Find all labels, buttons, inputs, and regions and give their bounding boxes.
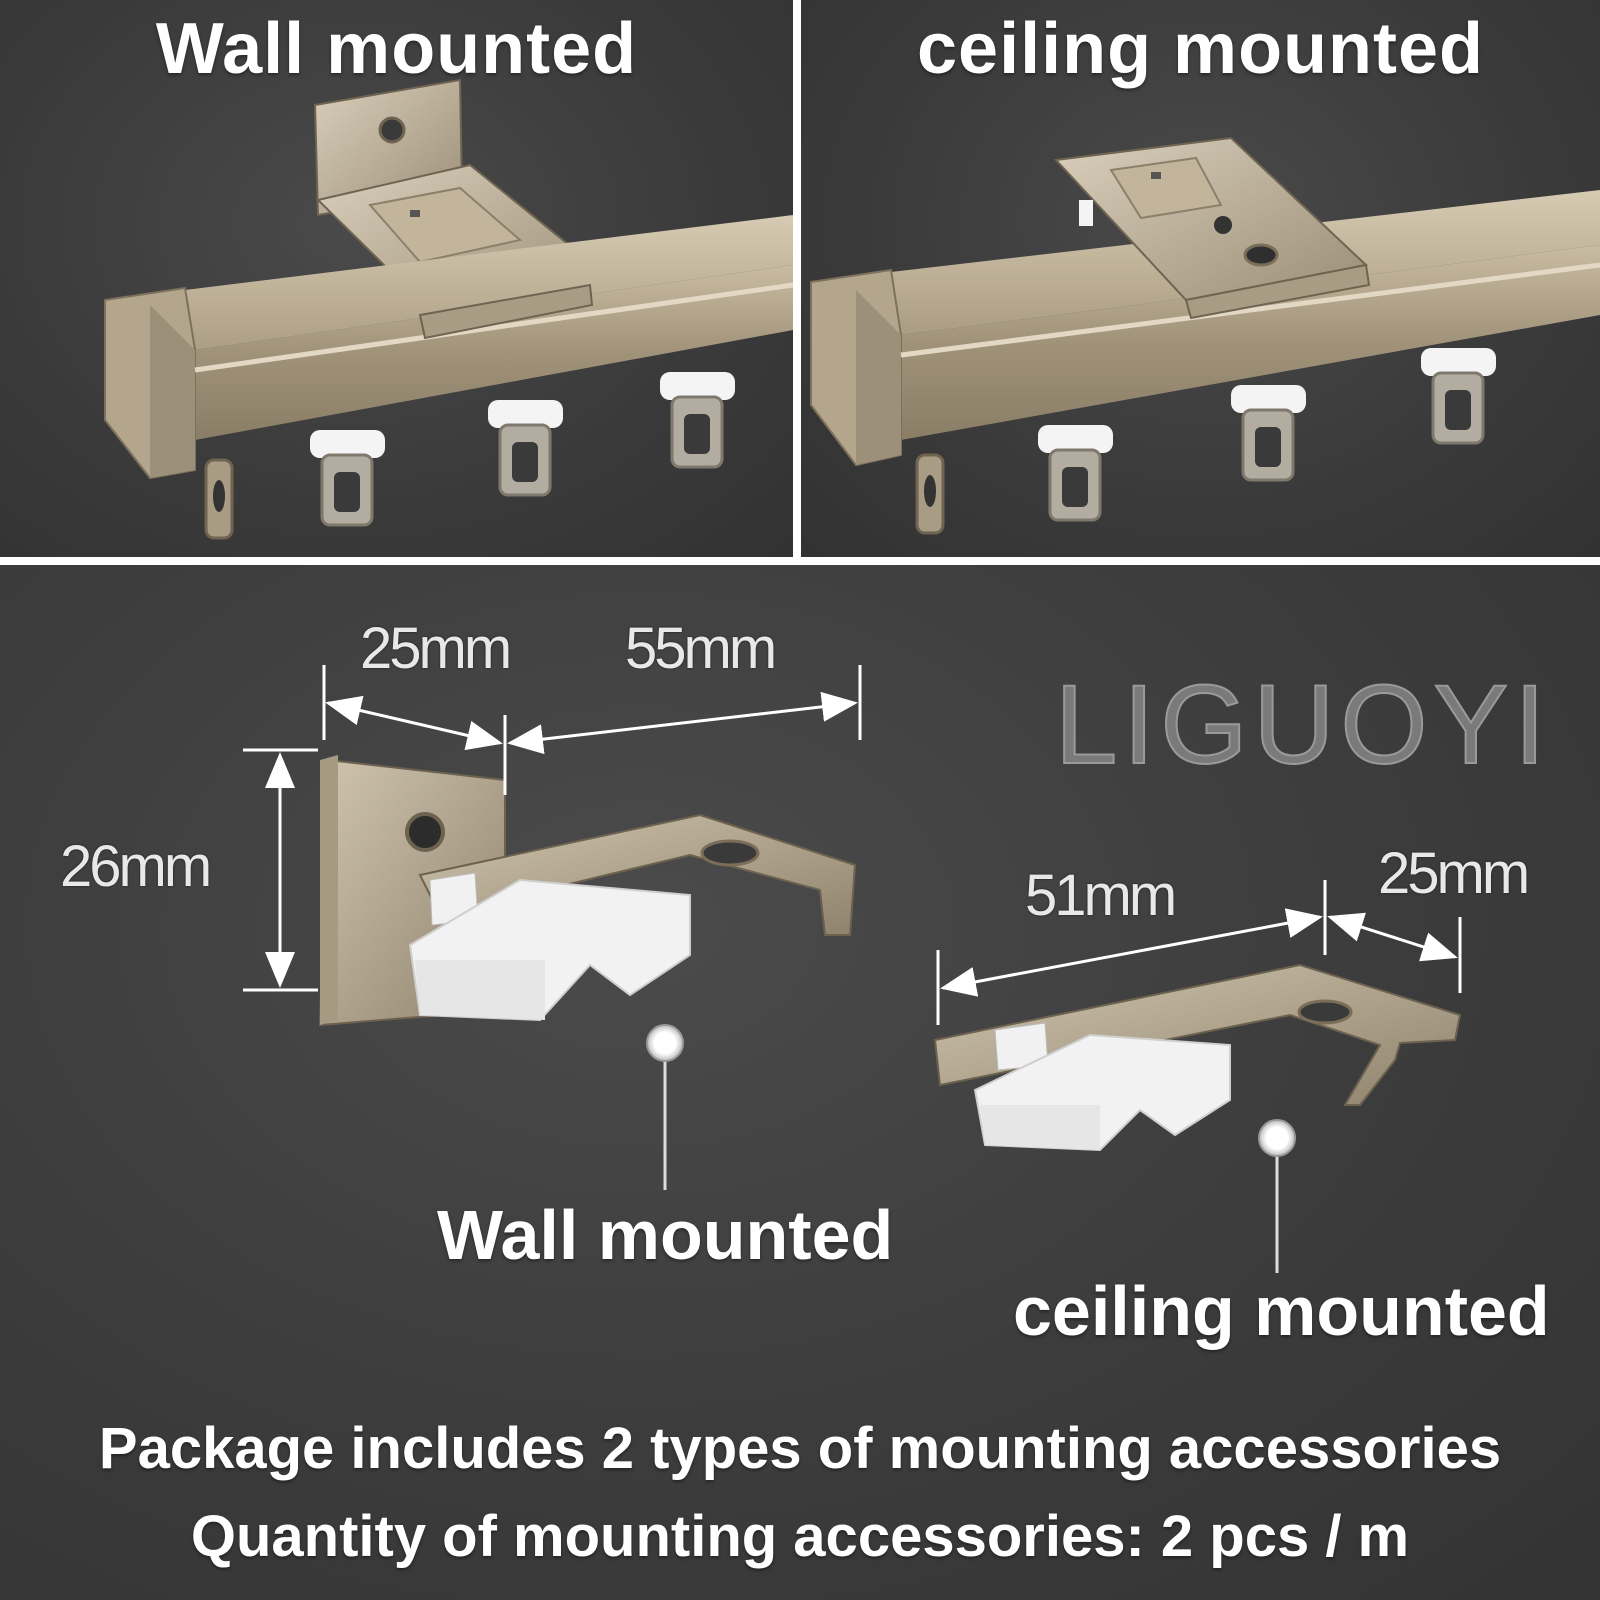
ceiling-callout-pointer	[1258, 1119, 1296, 1273]
dimension-ceiling-tail: 25mm	[1378, 841, 1530, 906]
runner-hooks	[915, 348, 1496, 535]
dimension-wall-height: 26mm	[60, 834, 212, 899]
bracket-dimensions-panel: 25mm 55mm 26mm 51mm 25mm LIGUOYI Wall mo…	[0, 565, 1600, 1600]
ceiling-mounted-callout-label: ceiling mounted	[1013, 1272, 1550, 1350]
ceiling-mounted-panel: ceiling mounted	[801, 0, 1600, 557]
wall-callout-pointer	[646, 1024, 684, 1190]
dimension-wall-back-depth: 25mm	[360, 616, 512, 681]
wall-bracket	[318, 755, 857, 1027]
wall-bracket-dimension-lines	[243, 665, 862, 992]
bracket-diagram	[243, 665, 1462, 1273]
ceiling-mounted-rail-illustration	[810, 136, 1600, 535]
ceiling-mounted-title: ceiling mounted	[916, 9, 1485, 89]
dimension-ceiling-length: 51mm	[1025, 863, 1177, 928]
ceiling-bracket	[933, 963, 1462, 1152]
runner-hooks	[204, 372, 735, 540]
ceiling-bracket-dimension-lines	[936, 880, 1462, 1025]
wall-mounted-panel: Wall mounted	[0, 0, 793, 557]
wall-mounted-title: Wall mounted	[155, 9, 638, 89]
brand-watermark: LIGUOYI	[1054, 661, 1552, 788]
wall-mounted-callout-label: Wall mounted	[437, 1196, 894, 1274]
caption-package-contents: Package includes 2 types of mounting acc…	[98, 1416, 1502, 1481]
caption-quantity: Quantity of mounting accessories: 2 pcs …	[190, 1504, 1410, 1569]
vertical-divider	[793, 0, 801, 557]
wall-mounted-rail-illustration	[104, 78, 793, 540]
horizontal-divider	[0, 557, 1600, 565]
dimension-wall-front-depth: 55mm	[625, 616, 777, 681]
